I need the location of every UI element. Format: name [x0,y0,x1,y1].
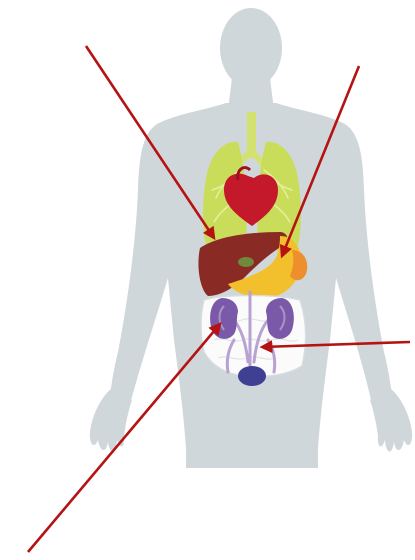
bladder [238,366,266,386]
kidney-right [266,298,294,339]
kidney-left [210,298,238,339]
